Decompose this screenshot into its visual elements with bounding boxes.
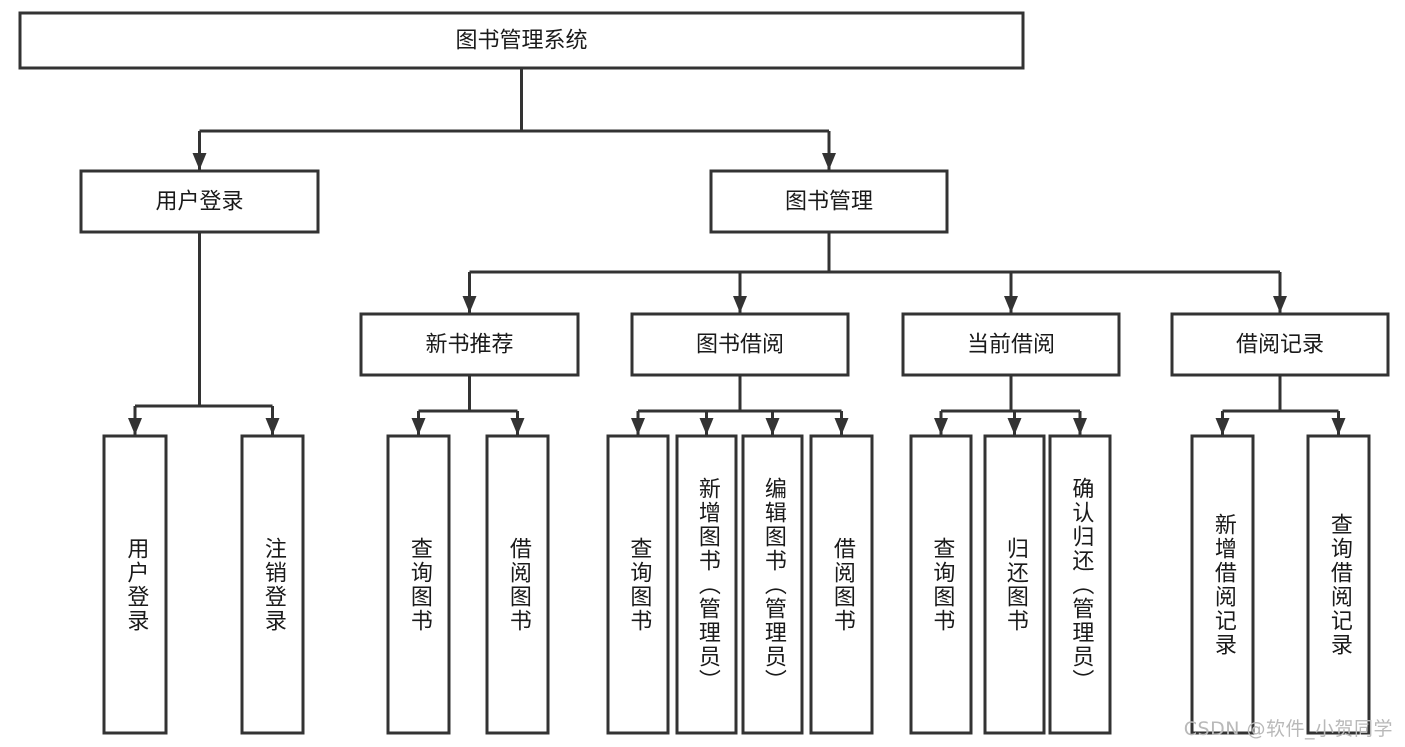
node-box-leaf-bb-query-book[interactable]	[606, 434, 670, 735]
node-box-leaf-br-query-record[interactable]	[1306, 434, 1371, 735]
node-box-leaf-cb-return-book[interactable]	[983, 434, 1046, 735]
node-box-leaf-cb-query-book[interactable]	[909, 434, 973, 735]
arrow-head-icon-book-manage	[822, 153, 836, 170]
arrow-head-icon-leaf-br-query-record	[1331, 418, 1346, 435]
node-box-leaf-rec-query-book[interactable]	[386, 434, 451, 735]
node-box-new-book-rec[interactable]	[359, 312, 580, 377]
arrow-head-icon-leaf-cb-query-book	[934, 418, 948, 435]
arrow-head-icon-leaf-rec-query-book	[411, 418, 426, 435]
node-label-borrow-record: 借阅记录	[1236, 333, 1324, 358]
arrow-head-icon-new-book-rec	[462, 296, 477, 313]
arrow-head-icon-leaf-bb-add-book	[699, 418, 714, 435]
node-box-current-borrow[interactable]	[901, 312, 1121, 377]
node-box-leaf-br-add-record[interactable]	[1190, 434, 1255, 735]
node-box-leaf-bb-add-book[interactable]	[675, 434, 738, 735]
node-box-root[interactable]	[18, 11, 1025, 70]
arrow-head-icon-leaf-bb-borrow-book	[834, 418, 849, 435]
arrow-head-icon-user-login	[192, 153, 207, 170]
arrow-head-icon-leaf-rec-borrow-book	[510, 418, 525, 435]
node-label-root: 图书管理系统	[455, 29, 587, 54]
arrow-head-icon-leaf-cb-confirm-return	[1073, 418, 1087, 435]
arrow-head-icon-leaf-br-add-record	[1215, 418, 1230, 435]
node-label-book-manage: 图书管理	[785, 190, 873, 215]
arrow-head-icon-leaf-bb-query-book	[631, 418, 645, 435]
arrow-head-icon-leaf-user-logout	[265, 418, 280, 435]
node-box-leaf-bb-borrow-book[interactable]	[809, 434, 874, 735]
arrow-head-icon-borrow-record	[1273, 296, 1287, 313]
arrow-head-icon-current-borrow	[1004, 296, 1018, 313]
node-box-leaf-rec-borrow-book[interactable]	[485, 434, 550, 735]
node-box-book-borrow[interactable]	[630, 312, 850, 377]
node-box-leaf-user-login[interactable]	[102, 434, 168, 735]
arrow-head-icon-leaf-bb-edit-book	[765, 418, 780, 435]
arrow-head-icon-leaf-user-login	[128, 418, 142, 435]
node-box-user-login[interactable]	[79, 169, 320, 234]
csdn-watermark: CSDN @软件_小贺同学	[1183, 718, 1393, 740]
arrow-head-icon-book-borrow	[733, 296, 747, 313]
node-label-book-borrow: 图书借阅	[696, 333, 784, 358]
node-label-new-book-rec: 新书推荐	[425, 333, 513, 358]
node-box-leaf-bb-edit-book[interactable]	[741, 434, 804, 735]
node-box-leaf-user-logout[interactable]	[240, 434, 305, 735]
connectors-layer	[128, 68, 1346, 435]
node-label-current-borrow: 当前借阅	[967, 333, 1055, 358]
node-box-borrow-record[interactable]	[1170, 312, 1390, 377]
node-box-leaf-cb-confirm-return[interactable]	[1048, 434, 1112, 735]
arrow-head-icon-leaf-cb-return-book	[1007, 418, 1022, 435]
node-boxes-layer	[18, 11, 1390, 735]
node-label-user-login: 用户登录	[155, 190, 243, 215]
node-box-book-manage[interactable]	[709, 169, 949, 234]
